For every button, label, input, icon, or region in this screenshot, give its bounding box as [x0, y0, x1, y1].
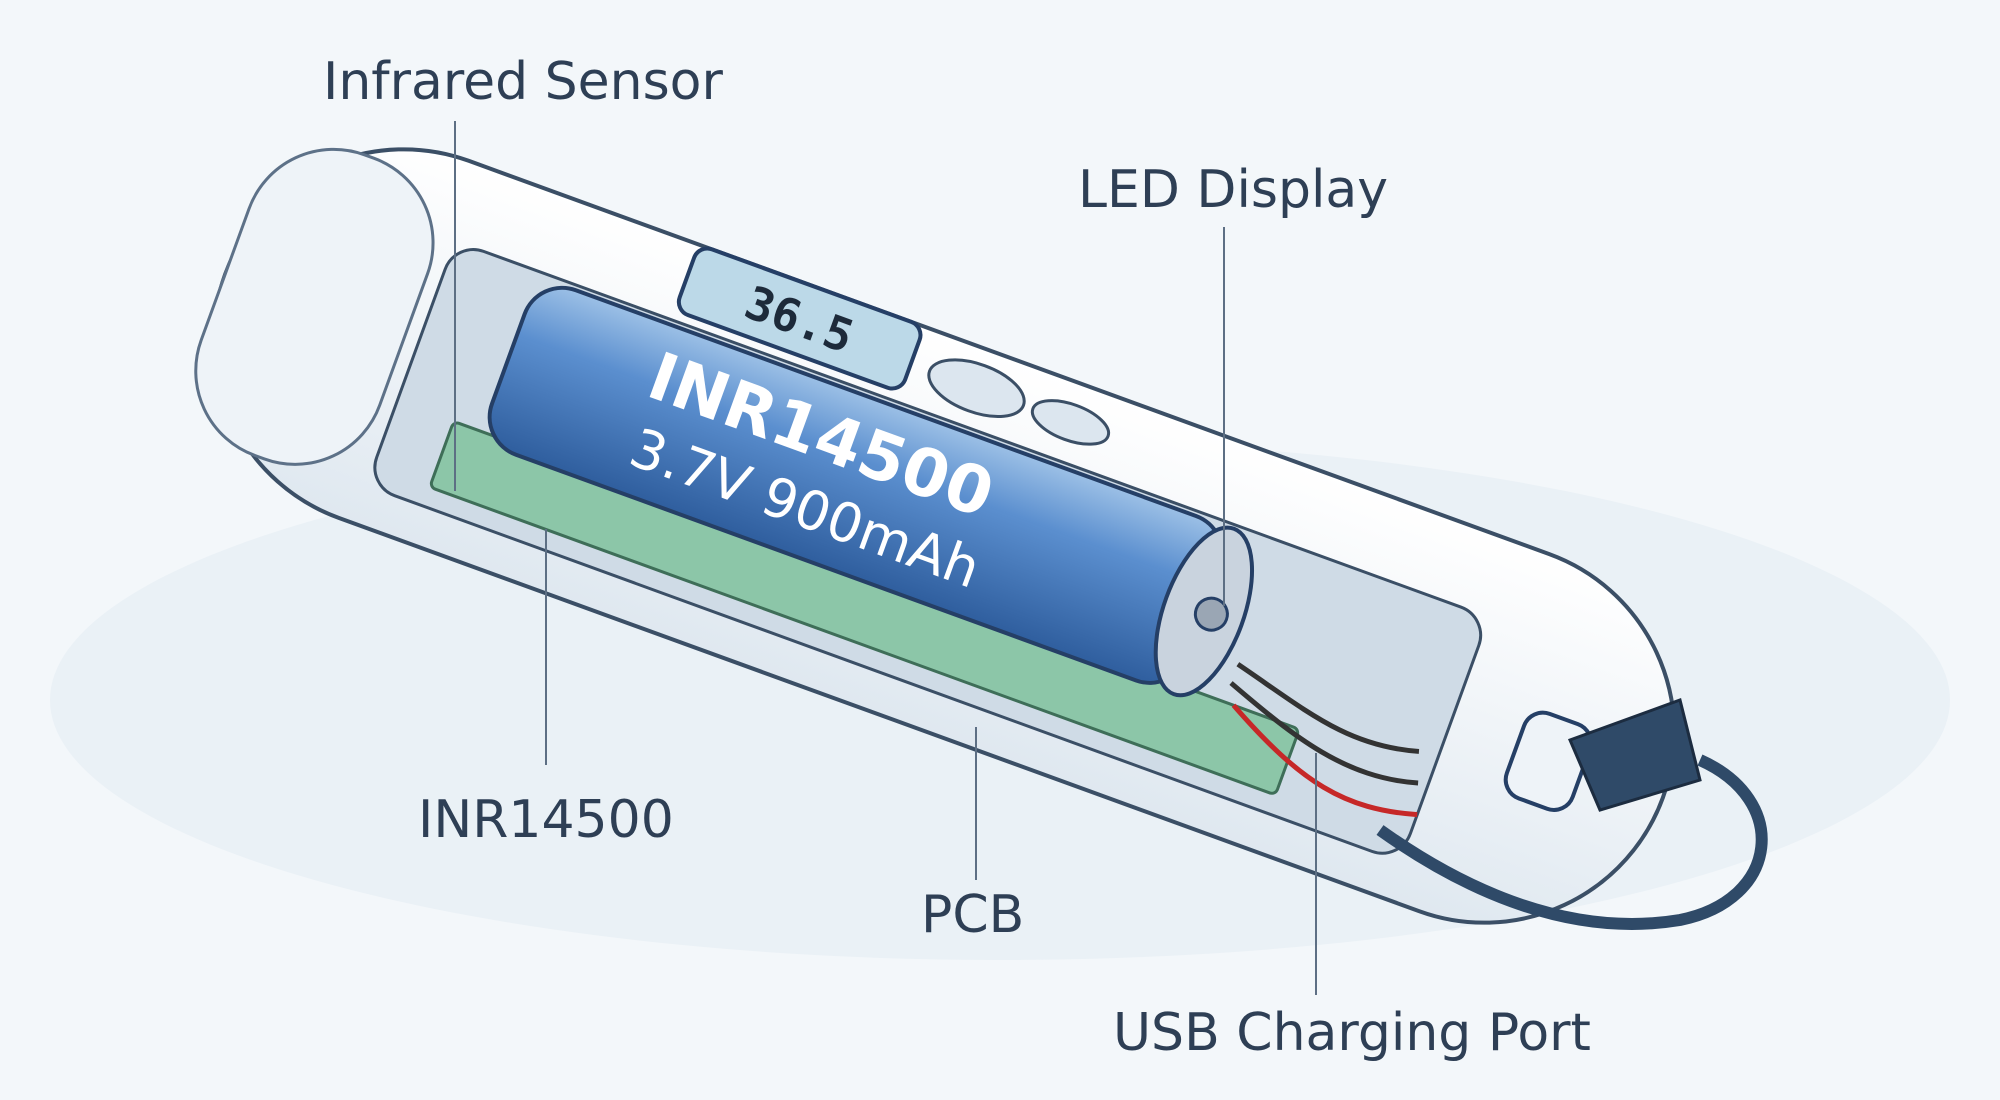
- usb-cable: [1376, 754, 1768, 930]
- leader-lines: [454, 121, 1317, 995]
- usb-port: [1503, 710, 1594, 812]
- label-battery: INR14500: [418, 790, 674, 850]
- wires: [1229, 662, 1420, 786]
- label-usb-port: USB Charging Port: [1113, 1003, 1591, 1063]
- led-display: [676, 246, 923, 391]
- label-led-display: LED Display: [1078, 160, 1389, 220]
- label-pcb: PCB: [921, 885, 1025, 945]
- usb-plug: [1567, 698, 1702, 812]
- power-button[interactable]: [921, 349, 1031, 428]
- sensor-cap: [194, 147, 435, 466]
- mode-button[interactable]: [1027, 392, 1114, 453]
- label-infrared-sensor: Infrared Sensor: [323, 52, 723, 112]
